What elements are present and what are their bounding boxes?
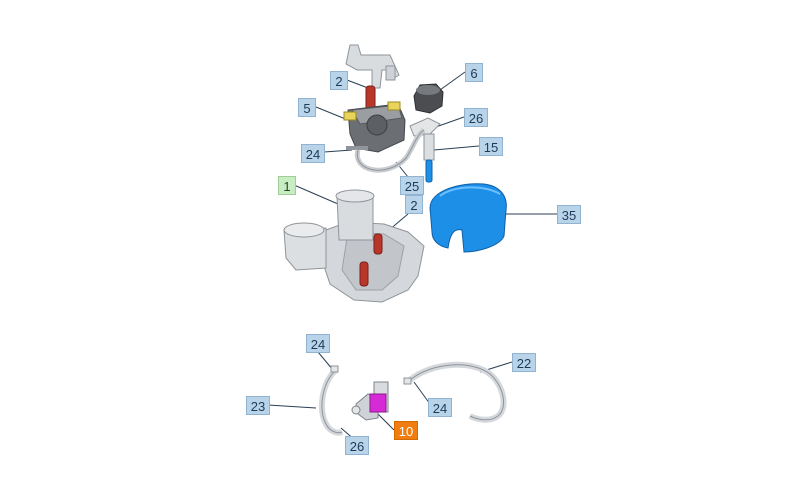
- leader-23: [267, 404, 317, 409]
- housing-side-cup-top: [283, 222, 325, 238]
- callout-5[interactable]: 5: [298, 98, 316, 117]
- connector-stem: [423, 133, 435, 161]
- leader-24-pump: [413, 381, 431, 405]
- callout-23[interactable]: 23: [246, 396, 270, 415]
- pump-inlet: [351, 405, 361, 415]
- thermostat-right: [387, 101, 401, 111]
- callout-2-body[interactable]: 2: [405, 195, 423, 214]
- pump-coil: [369, 393, 387, 413]
- callout-2-top[interactable]: 2: [330, 71, 348, 90]
- leader-2-top: [346, 79, 369, 89]
- tank-cover-part: [429, 183, 507, 253]
- hose-23: [318, 367, 344, 436]
- heater-fuse-top: [365, 85, 376, 111]
- heater-block-part: [343, 85, 406, 153]
- housing-fuse-lower: [359, 261, 369, 287]
- leader-5: [315, 106, 349, 121]
- valve-cap-part: [413, 83, 444, 114]
- leader-15: [433, 145, 480, 151]
- spout-right-post: [385, 65, 396, 81]
- housing-tower-top: [335, 189, 375, 203]
- tank-cover-shell: [429, 183, 507, 253]
- callout-24-hose[interactable]: 24: [306, 334, 330, 353]
- callout-24-pump[interactable]: 24: [428, 398, 452, 417]
- leader-lines: [267, 71, 557, 442]
- callout-26-bottom[interactable]: 26: [345, 436, 369, 455]
- valve-cap-top: [416, 85, 440, 95]
- callout-6[interactable]: 6: [465, 63, 483, 82]
- callout-22[interactable]: 22: [512, 353, 536, 372]
- callout-1[interactable]: 1: [278, 176, 296, 195]
- callout-25[interactable]: 25: [400, 176, 424, 195]
- leader-1: [293, 184, 346, 208]
- housing-fuse-upper: [373, 233, 383, 255]
- hose-23-part: [318, 365, 344, 436]
- leader-24-top: [323, 149, 353, 153]
- callout-26-top[interactable]: 26: [464, 108, 488, 127]
- callout-15[interactable]: 15: [479, 137, 503, 156]
- hose-23-end-clip: [330, 365, 339, 373]
- heater-boss: [366, 114, 388, 136]
- silicone-tube-25-outline: [356, 129, 425, 171]
- connector-blue-tip: [425, 159, 433, 183]
- spout-part: [345, 44, 400, 89]
- connector-part: [409, 117, 441, 183]
- connector-fitting: [409, 117, 441, 137]
- callout-10[interactable]: 10: [394, 421, 418, 440]
- callout-24-top[interactable]: 24: [301, 144, 325, 163]
- hose-23-outline: [321, 369, 343, 434]
- hose-22-outline: [409, 364, 505, 421]
- housing-inner-wall: [341, 231, 405, 291]
- pump-part: [351, 381, 389, 421]
- tank-cover-rim: [439, 186, 501, 197]
- thermostat-left: [343, 111, 357, 121]
- base-housing-part: [283, 189, 425, 303]
- leader-6: [439, 71, 466, 91]
- hose-22-end-clip: [403, 377, 412, 385]
- hose-22-part: [403, 361, 507, 423]
- callout-35[interactable]: 35: [557, 205, 581, 224]
- leader-10: [377, 413, 395, 431]
